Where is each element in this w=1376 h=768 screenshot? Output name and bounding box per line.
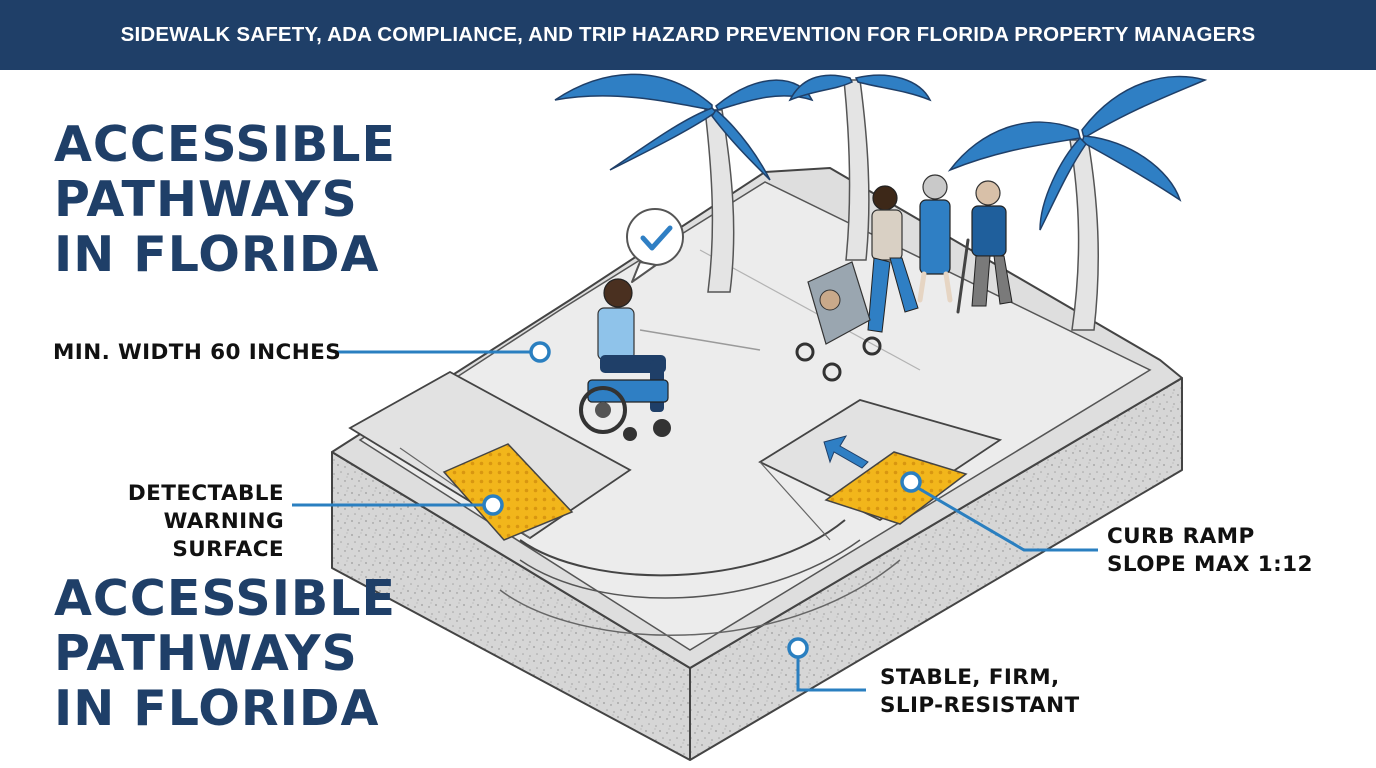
elderly-woman-figure — [917, 174, 953, 303]
heading-line: ACCESSIBLE — [54, 570, 396, 627]
callout-curb-ramp — [900, 471, 1098, 552]
label-text: DETECTABLE — [127, 481, 284, 506]
wheelchair-user-figure — [579, 278, 671, 441]
callout-detectable-warning — [292, 494, 504, 516]
heading-line: PATHWAYS — [54, 625, 358, 682]
main-heading-top: ACCESSIBLE PATHWAYS IN FLORIDA — [54, 117, 396, 282]
palm-tree-middle — [788, 74, 932, 261]
tactile-pad-left — [442, 443, 574, 541]
callout-surface — [787, 637, 866, 692]
label-text: WARNING SURFACE — [163, 509, 284, 562]
label-text: MIN. WIDTH 60 INCHES — [53, 340, 342, 365]
banner-title: SIDEWALK SAFETY, ADA COMPLIANCE, AND TRI… — [120, 23, 1256, 46]
callout-min-width — [336, 341, 551, 363]
heading-line: ACCESSIBLE — [54, 116, 396, 173]
walkway-surface — [331, 167, 1183, 669]
label-stable-surface: STABLE, FIRM, SLIP-RESISTANT — [880, 664, 1080, 720]
check-bubble-icon — [626, 208, 684, 283]
heading-line: PATHWAYS — [54, 171, 358, 228]
label-detectable-warning-surface: DETECTABLE WARNING SURFACE — [52, 480, 284, 564]
main-heading-bottom: ACCESSIBLE PATHWAYS IN FLORIDA — [54, 571, 396, 736]
label-text: STABLE, FIRM, — [880, 665, 1060, 690]
elderly-man-figure — [956, 180, 1013, 314]
palm-tree-left — [554, 73, 814, 293]
label-text: SLOPE MAX 1:12 — [1107, 552, 1313, 577]
label-curb-ramp-slope: CURB RAMP SLOPE MAX 1:12 — [1107, 523, 1313, 579]
label-min-width: MIN. WIDTH 60 INCHES — [53, 339, 341, 367]
label-text: SLIP-RESISTANT — [880, 693, 1080, 718]
heading-line: IN FLORIDA — [54, 680, 380, 737]
label-text: CURB RAMP — [1107, 524, 1255, 549]
tactile-pad-right — [824, 451, 968, 525]
woman-with-stroller-figure — [795, 185, 919, 382]
palm-tree-right — [947, 75, 1208, 331]
direction-arrow-icon — [823, 435, 869, 469]
title-banner: SIDEWALK SAFETY, ADA COMPLIANCE, AND TRI… — [0, 0, 1376, 70]
heading-line: IN FLORIDA — [54, 226, 380, 283]
